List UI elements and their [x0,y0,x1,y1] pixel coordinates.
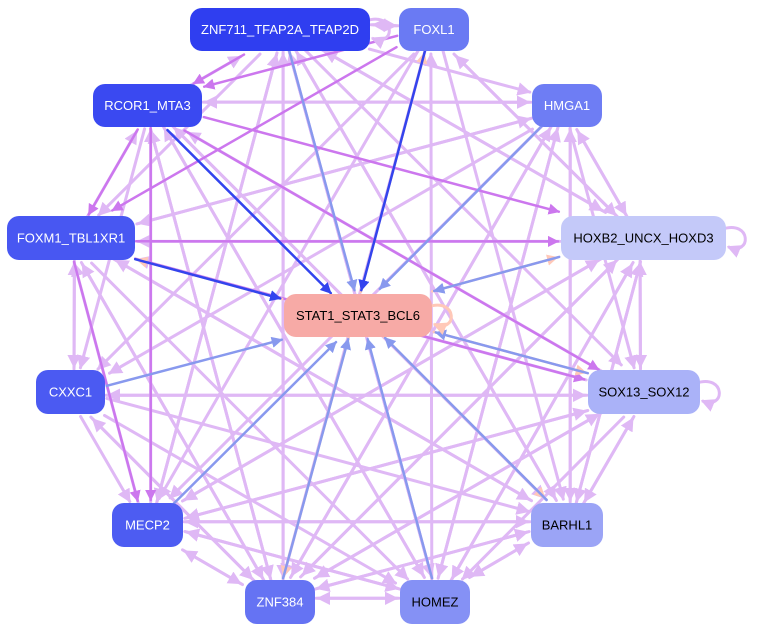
edge-hoxb2-to-stat1 [432,255,561,294]
edge-znf711-to-rcor1 [192,53,246,85]
edge-rcor1-to-sox13 [183,129,600,371]
edge-rcor1-to-znf384 [149,127,274,580]
node-label-foxl1: FOXL1 [413,22,454,37]
self-loop-stat1 [427,303,453,335]
edge-znf384-to-hmga1 [289,127,552,579]
node-box-foxm1[interactable] [7,216,135,260]
edge-homez-to-hmga1 [436,127,561,580]
node-znf384[interactable]: ZNF384 [245,580,315,624]
node-label-cxxc1: CXXC1 [49,385,92,400]
node-rcor1[interactable]: RCOR1_MTA3 [93,84,202,127]
edge-rcor1-to-foxm1 [87,128,139,216]
edge-mecp2-to-stat1 [171,340,338,506]
node-label-foxm1: FOXM1_TBL1XR1 [17,231,125,246]
edge-hmga1-to-cxxc1 [108,127,534,375]
edge-cxxc1-to-stat1 [105,336,284,388]
node-label-sox13: SOX13_SOX12 [598,385,689,400]
edge-barhl1-to-stat1 [383,336,548,502]
edge-znf384-to-cxxc1 [91,417,256,583]
node-znf711[interactable]: ZNF711_TFAP2A_TFAP2D [190,8,370,51]
edge-znf711-to-foxm1 [97,52,262,217]
edge-znf384-to-foxm1 [81,263,266,582]
edge-foxl1-to-stat1 [358,49,427,292]
node-box-barhl1[interactable] [531,503,603,547]
edge-foxm1-to-stat1 [133,257,282,302]
edge-znf711-to-barhl1 [294,49,557,500]
edge-foxl1-to-barhl1 [441,49,567,501]
edge-cxxc1-to-mecp2 [79,415,132,503]
edge-znf711-to-hoxb2 [319,47,604,212]
node-label-mecp2: MECP2 [125,518,170,533]
edge-barhl1-to-homez [470,541,530,578]
node-box-cxxc1[interactable] [36,370,105,414]
node-label-rcor1: RCOR1_MTA3 [104,98,190,113]
edge-hoxb2-to-hmga1 [576,130,629,218]
node-box-znf384[interactable] [245,580,315,624]
edge-znf711-to-foxl1 [369,18,398,33]
self-loop-znf711 [365,17,391,49]
node-label-znf711: ZNF711_TFAP2A_TFAP2D [201,22,359,37]
edge-znf711-to-sox13 [303,48,623,367]
edge-barhl1-to-znf384 [315,530,531,592]
node-box-mecp2[interactable] [112,503,183,547]
node-sox13[interactable]: SOX13_SOX12 [588,370,700,414]
edge-homez-to-mecp2 [185,528,402,591]
node-hoxb2[interactable]: HOXB2_UNCX_HOXD3 [561,216,726,260]
node-foxm1[interactable]: FOXM1_TBL1XR1 [7,216,135,260]
node-box-homez[interactable] [400,580,470,624]
node-label-hoxb2: HOXB2_UNCX_HOXD3 [573,231,713,246]
self-loop-sox13 [695,380,721,412]
edge-foxm1-to-homez [90,261,410,581]
edge-foxl1-to-foxm1 [111,45,398,212]
node-label-homez: HOMEZ [412,595,459,610]
node-box-rcor1[interactable] [93,84,202,127]
edge-sox13-to-barhl1 [583,415,636,503]
edge-sox13-to-mecp2 [185,409,590,522]
edge-rcor1-to-stat1 [166,128,333,295]
edge-znf384-to-mecp2 [183,549,244,587]
edge-foxm1-to-mecp2 [72,260,141,503]
edge-znf711-to-stat1 [288,49,358,292]
edge-sox13-to-znf384 [315,410,604,579]
node-box-sox13[interactable] [588,370,700,414]
edge-foxm1-to-hmga1 [135,115,532,226]
edge-hoxb2-to-znf384 [301,257,620,577]
edge-rcor1-to-homez [161,125,425,577]
node-label-znf384: ZNF384 [257,595,304,610]
edge-homez-to-stat1 [364,337,434,580]
node-box-hmga1[interactable] [532,84,602,127]
node-box-stat1[interactable] [284,294,432,337]
node-homez[interactable]: HOMEZ [400,580,470,624]
edge-sox13-to-stat1 [434,329,590,375]
node-label-hmga1: HMGA1 [544,98,590,113]
node-label-barhl1: BARHL1 [542,518,593,533]
node-box-znf711[interactable] [190,8,370,51]
node-box-foxl1[interactable] [399,8,469,51]
edge-hoxb2-to-mecp2 [183,256,604,502]
node-cxxc1[interactable]: CXXC1 [36,370,105,414]
self-loop-hoxb2 [721,226,747,258]
edge-rcor1-to-hoxb2 [202,115,561,215]
node-hmga1[interactable]: HMGA1 [532,84,602,127]
node-stat1[interactable]: STAT1_STAT3_BCL6 [284,294,432,337]
edge-znf384-to-stat1 [281,337,351,580]
edge-hmga1-to-stat1 [378,124,544,291]
node-barhl1[interactable]: BARHL1 [531,503,603,547]
self-loops-layer [365,17,747,412]
edge-foxl1-to-mecp2 [157,49,420,500]
node-foxl1[interactable]: FOXL1 [399,8,469,51]
node-box-hoxb2[interactable] [561,216,726,260]
node-mecp2[interactable]: MECP2 [112,503,183,547]
edge-barhl1-to-foxm1 [114,258,533,503]
node-label-stat1: STAT1_STAT3_BCL6 [296,308,420,323]
